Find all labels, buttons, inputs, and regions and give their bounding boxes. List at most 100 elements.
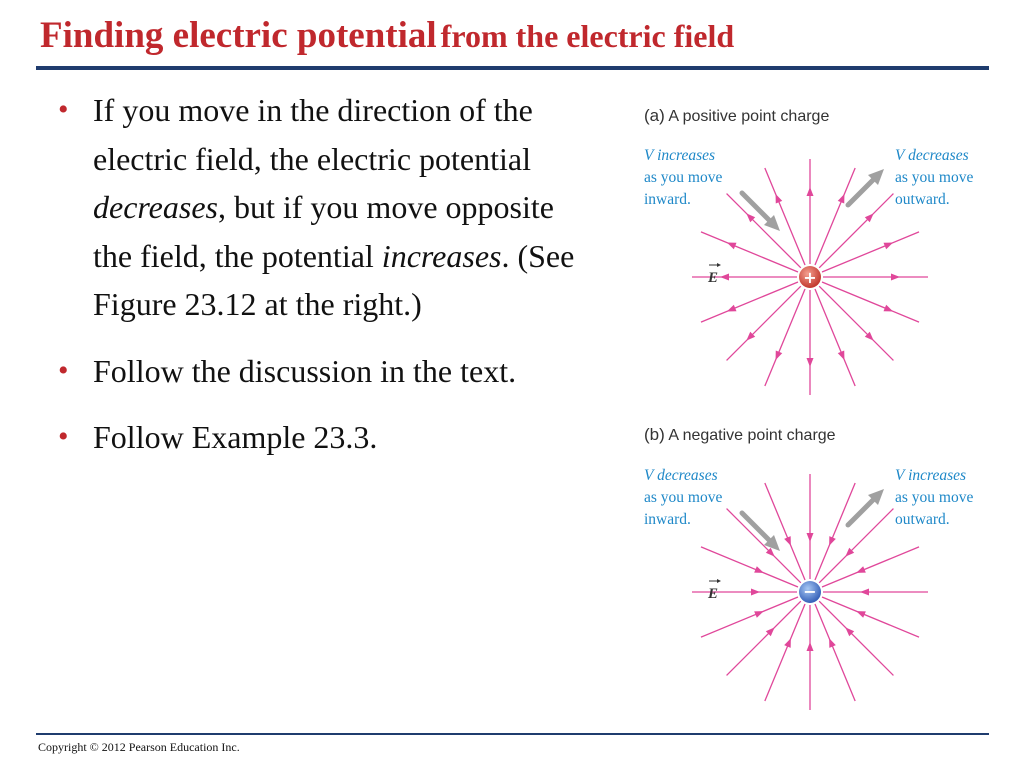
bullet-1-text-2: , but if you move opposite the field, th… [93, 189, 554, 274]
bullet-list: If you move in the direction of the elec… [58, 86, 598, 480]
bullet-2-text: Follow the discussion in the text. [93, 352, 517, 389]
panel-b-part: (b) [644, 425, 665, 444]
field-arrowhead [806, 358, 814, 367]
panel-a-caption: A positive point charge [668, 108, 830, 125]
negative-charge: − [799, 581, 821, 603]
svg-text:+: + [803, 268, 816, 287]
field-arrowhead [751, 588, 760, 596]
panel-a-left-note-line2: as you move [644, 169, 723, 186]
field-line [821, 546, 920, 588]
panel-a-inward-arrow [739, 190, 780, 231]
panel-a-right-note-line2: as you move [895, 169, 974, 186]
title-underline [36, 66, 989, 70]
panel-b-left-note-line3: inward. [644, 511, 691, 528]
field-arrowhead [845, 627, 855, 637]
field-line [726, 285, 802, 361]
field-arrowhead [765, 627, 775, 637]
panel-b-right-note: V increases as you move outward. [895, 465, 973, 531]
field-arrowhead [726, 304, 737, 312]
panel-a-part: (a) [644, 106, 665, 125]
panel-b-caption: A negative point charge [668, 427, 836, 444]
bullet-1-emphasis-increases: increases [381, 237, 502, 274]
panel-a-left-note-line1: V increases [644, 147, 716, 164]
panel-a-right-note: V decreases as you move outward. [895, 145, 973, 211]
field-line [700, 231, 799, 273]
footer-rule [36, 733, 989, 735]
panel-a-outward-arrow [845, 169, 884, 208]
bullet-1-text-3: . (See Figure 23.12 at the right.) [93, 237, 575, 323]
field-line [821, 596, 920, 638]
field-line [764, 167, 806, 266]
field-arrowhead [765, 547, 775, 557]
field-arrowhead [860, 588, 869, 596]
field-line [818, 508, 894, 584]
field-line [814, 482, 856, 581]
copyright-text: Copyright © 2012 Pearson Education Inc. [38, 740, 240, 754]
field-arrowhead [864, 213, 874, 223]
panel-b-field-lines [692, 474, 928, 710]
panel-b-left-note-line1: V decreases [644, 467, 718, 484]
field-arrowhead [856, 566, 866, 573]
field-arrowhead [806, 533, 814, 542]
field-arrowhead [754, 611, 764, 618]
field-arrowhead [806, 642, 814, 651]
slide-title: Finding electric potential from the elec… [40, 14, 734, 57]
field-arrowhead [856, 611, 866, 618]
field-arrowhead [883, 242, 894, 250]
bullet-3-text: Follow Example 23.3. [93, 419, 378, 455]
panel-a-field-label: E [707, 263, 721, 286]
field-arrowhead [829, 536, 836, 546]
field-line [700, 546, 799, 588]
bullet-item-1: If you move in the direction of the elec… [58, 86, 598, 329]
panel-a-left-note-line3: inward. [644, 191, 691, 208]
field-line [814, 603, 856, 702]
field-arrowhead [726, 242, 737, 250]
field-arrowhead [775, 350, 783, 361]
panel-b-left-note-line2: as you move [644, 489, 723, 506]
field-line [818, 193, 894, 269]
field-lines-diagram: E + E − [692, 159, 928, 710]
field-arrowhead [864, 331, 874, 341]
field-line [726, 600, 802, 676]
field-line [764, 482, 806, 581]
field-line [726, 193, 802, 269]
field-line [700, 596, 799, 638]
field-line [700, 281, 799, 323]
field-arrowhead [720, 273, 729, 281]
positive-charge: + [799, 266, 821, 288]
field-arrowhead [845, 547, 855, 557]
field-line [764, 603, 806, 702]
panel-a-right-note-line3: outward. [895, 191, 950, 208]
field-arrowhead [784, 536, 791, 546]
panel-a-field-lines [692, 159, 928, 395]
field-arrowhead [746, 331, 756, 341]
bullet-item-3: Follow Example 23.3. [58, 413, 598, 462]
field-arrowhead [784, 638, 791, 648]
svg-text:−: − [803, 582, 816, 601]
panel-b-inward-arrow [739, 510, 780, 551]
panel-a-right-note-line1: V decreases [895, 147, 969, 164]
panel-b-label: (b) A negative point charge [644, 425, 836, 445]
panel-b-right-note-line2: as you move [895, 489, 974, 506]
field-line [821, 281, 920, 323]
field-line [818, 600, 894, 676]
field-line [726, 508, 802, 584]
panel-a-left-note: V increases as you move inward. [644, 145, 722, 211]
bullet-1-emphasis-decreases: decreases [93, 189, 218, 225]
panel-b-right-note-line1: V increases [895, 467, 967, 484]
field-arrowhead [829, 638, 836, 648]
field-line [821, 231, 920, 273]
field-arrowhead [806, 187, 814, 196]
panel-b-outward-arrow [845, 489, 884, 528]
field-arrowhead [837, 193, 845, 204]
field-line [814, 288, 856, 387]
svg-text:E: E [707, 586, 718, 602]
bullet-item-2: Follow the discussion in the text. [58, 347, 598, 396]
slide-title-part1: Finding electric potential [40, 15, 437, 56]
field-arrowhead [891, 273, 900, 281]
panel-b-left-note: V decreases as you move inward. [644, 465, 722, 531]
field-arrowhead [837, 350, 845, 361]
field-arrowhead [754, 566, 764, 573]
field-arrowhead [775, 193, 783, 204]
field-line [814, 167, 856, 266]
